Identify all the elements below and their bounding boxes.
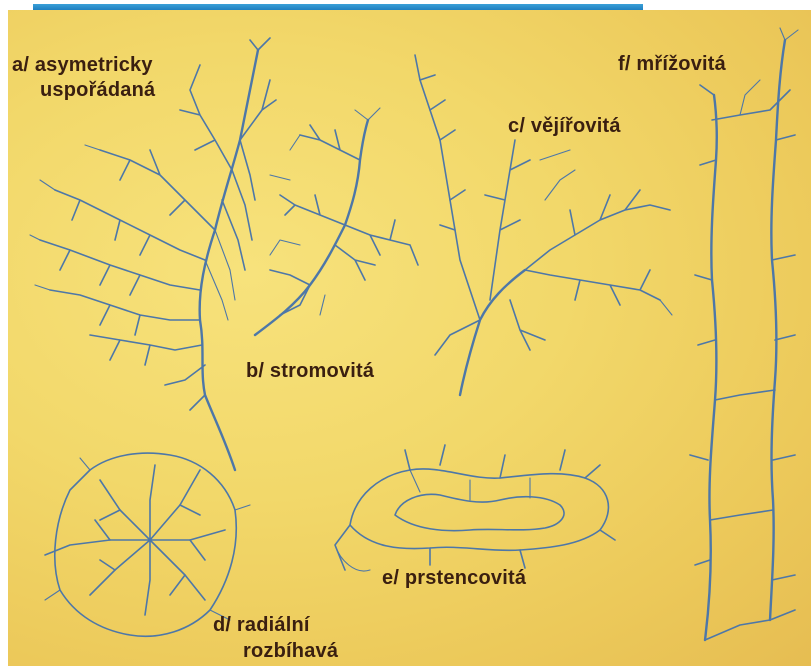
pattern-b-dendritic bbox=[255, 108, 418, 335]
pattern-c-fan bbox=[415, 55, 672, 395]
pattern-d-radial bbox=[45, 453, 250, 636]
label-e: e/ prstencovitá bbox=[382, 567, 526, 589]
label-d-line1: d/ radiální bbox=[213, 614, 310, 636]
label-c: c/ vějířovitá bbox=[508, 115, 621, 137]
label-d-line2: rozbíhavá bbox=[243, 640, 338, 662]
label-a-line1: a/ asymetricky bbox=[12, 54, 153, 76]
pattern-f-trellis bbox=[690, 28, 798, 640]
pattern-a-asymmetric bbox=[30, 38, 276, 470]
label-b: b/ stromovitá bbox=[246, 360, 374, 382]
pattern-e-annular bbox=[335, 445, 615, 571]
label-a-line2: uspořádaná bbox=[40, 79, 155, 101]
label-f: f/ mřížovitá bbox=[618, 53, 726, 75]
